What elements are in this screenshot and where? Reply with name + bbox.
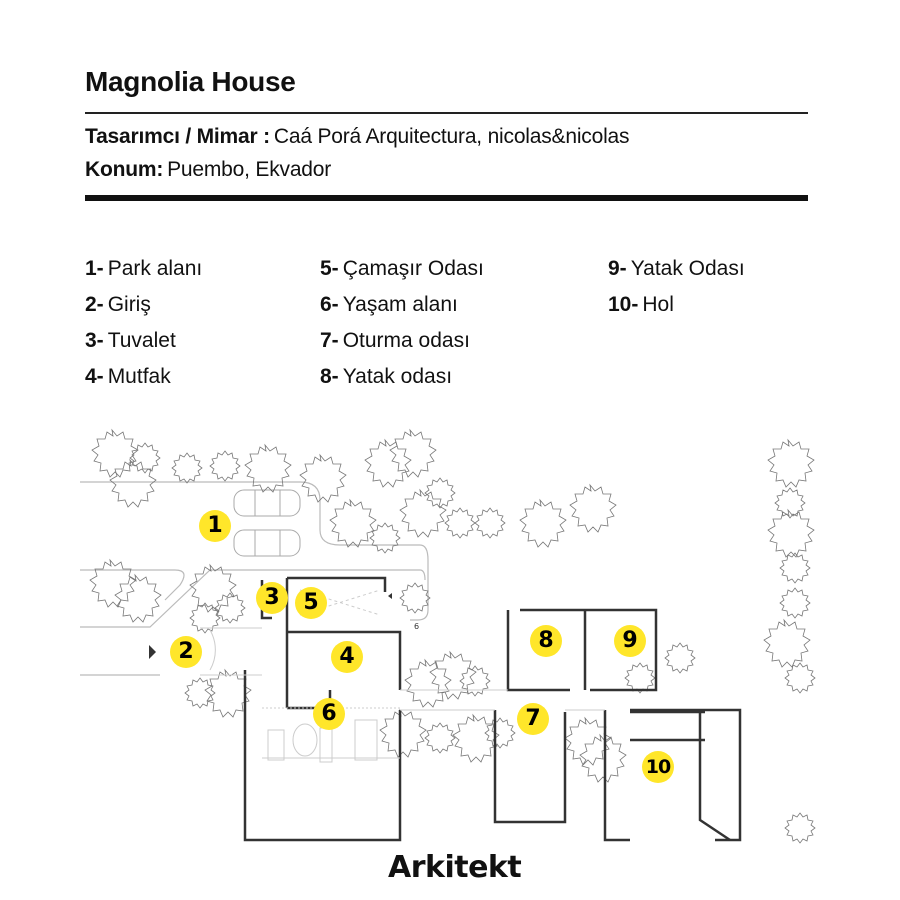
legend-label: Park alanı [107, 257, 203, 280]
annotation-6: 6 [414, 622, 419, 631]
page-title: Magnolia House [85, 66, 296, 97]
badge-6: 6 [313, 698, 345, 730]
legend-num: 7- [320, 329, 339, 352]
badge-8: 8 [530, 625, 562, 657]
legend-item: 7-Oturma odası [320, 327, 484, 363]
legend-item: 2-Giriş [85, 291, 202, 327]
badge-1: 1 [199, 510, 231, 542]
legend-label: Tuvalet [107, 329, 176, 352]
designer-label: Tasarımcı / Mimar : [85, 125, 270, 148]
legend-num: 3- [85, 329, 104, 352]
badge-5: 5 [295, 587, 327, 619]
designer-line: Tasarımcı / Mimar :Caá Porá Arquitectura… [85, 125, 630, 149]
legend-item: 8-Yatak odası [320, 363, 484, 399]
legend-column-1: 1-Park alanı 2-Giriş 3-Tuvalet 4-Mutfak [85, 255, 202, 399]
arkitekt-logo: Arkitekt [388, 850, 522, 885]
legend-item: 1-Park alanı [85, 255, 202, 291]
legend-label: Giriş [107, 293, 151, 316]
legend-label: Yaşam alanı [342, 293, 458, 316]
entry-arrow-icon-2 [388, 593, 392, 599]
legend-label: Çamaşır Odası [342, 257, 484, 280]
legend-num: 8- [320, 365, 339, 388]
floor-plan: 6 [80, 429, 816, 844]
legend-label: Mutfak [107, 365, 171, 388]
title-divider [85, 112, 808, 114]
legend-num: 4- [85, 365, 104, 388]
legend-item: 9-Yatak Odası [608, 255, 745, 291]
legend-label: Oturma odası [342, 329, 470, 352]
badge-4: 4 [331, 641, 363, 673]
legend-num: 5- [320, 257, 339, 280]
legend-column-3: 9-Yatak Odası 10-Hol [608, 255, 745, 327]
site-paths [80, 481, 429, 676]
badge-10: 10 [642, 751, 674, 783]
legend-item: 5-Çamaşır Odası [320, 255, 484, 291]
designer-value: Caá Porá Arquitectura, nicolas&nicolas [273, 125, 630, 148]
legend-num: 9- [608, 257, 627, 280]
legend-label: Hol [642, 293, 674, 316]
location-value: Puembo, Ekvador [167, 158, 332, 181]
badge-9: 9 [614, 625, 646, 657]
badge-7: 7 [517, 703, 549, 735]
legend-num: 2- [85, 293, 104, 316]
legend-label: Yatak Odası [630, 257, 745, 280]
legend-column-2: 5-Çamaşır Odası 6-Yaşam alanı 7-Oturma o… [320, 255, 484, 399]
legend-label: Yatak odası [342, 365, 453, 388]
legend-item: 3-Tuvalet [85, 327, 202, 363]
legend-num: 6- [320, 293, 339, 316]
location-line: Konum:Puembo, Ekvador [85, 158, 331, 182]
legend-num: 1- [85, 257, 104, 280]
legend-item: 6-Yaşam alanı [320, 291, 484, 327]
location-label: Konum: [85, 158, 164, 181]
landscape-trees [89, 429, 816, 844]
entry-arrow-icon [149, 645, 156, 659]
car-icons [233, 489, 301, 557]
legend-item: 10-Hol [608, 291, 745, 327]
badge-2: 2 [170, 636, 202, 668]
header-divider [85, 195, 808, 201]
legend-num: 10- [608, 293, 639, 316]
legend-item: 4-Mutfak [85, 363, 202, 399]
badge-3: 3 [256, 582, 288, 614]
